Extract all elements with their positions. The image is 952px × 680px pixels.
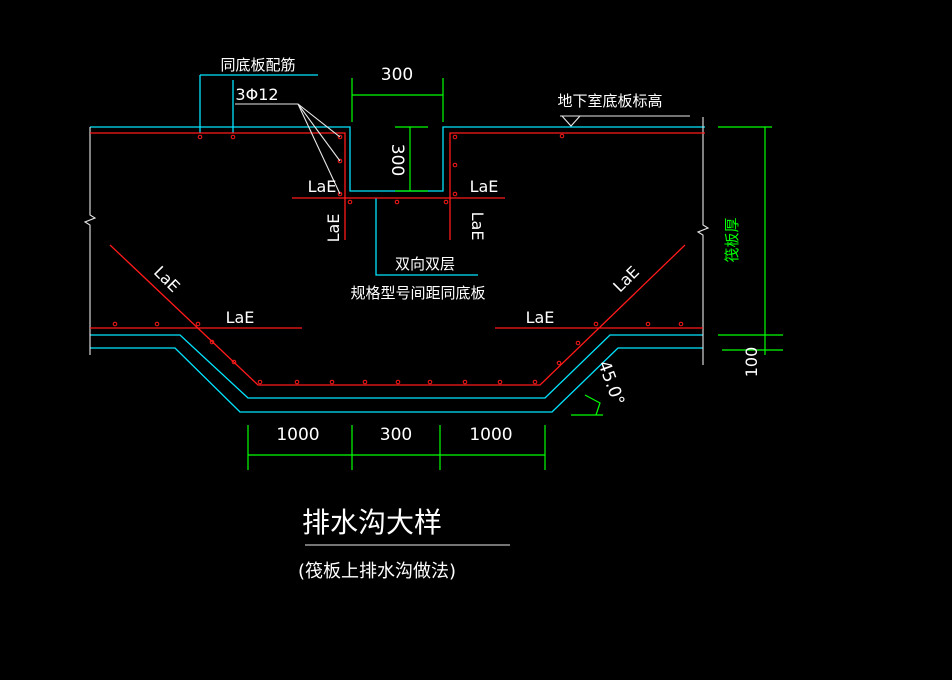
label-lae-2: LaE bbox=[470, 177, 499, 196]
label-angle: 45.0° bbox=[593, 358, 628, 408]
label-spec-same-as-slab: 规格型号间距同底板 bbox=[350, 284, 485, 302]
dim-trench-depth: 300 bbox=[387, 144, 407, 176]
label-rebar-spec: 3Φ12 bbox=[235, 85, 278, 104]
label-raft-thickness: 筏板厚 bbox=[723, 217, 741, 262]
dim-bottom-right: 1000 bbox=[469, 425, 512, 445]
drawing-title: 排水沟大样 bbox=[302, 506, 442, 539]
dim-bottom-left: 1000 bbox=[276, 425, 319, 445]
dim-bottom-mid: 300 bbox=[380, 425, 412, 445]
label-lae-3: LaE bbox=[324, 214, 343, 243]
annotations: 同底板配筋 3Φ12 地下室底板标高 300 300 LaE LaE LaE L… bbox=[150, 56, 761, 582]
rebar-dots bbox=[112, 133, 684, 385]
dim-trench-width: 300 bbox=[381, 65, 413, 85]
label-same-as-slab-rebar: 同底板配筋 bbox=[220, 56, 295, 74]
label-lae-6: LaE bbox=[226, 308, 255, 327]
dimension-lines bbox=[247, 78, 783, 470]
leaders bbox=[235, 103, 690, 546]
label-slab-elevation: 地下室底板标高 bbox=[557, 92, 662, 110]
dim-cushion: 100 bbox=[742, 347, 761, 378]
label-lae-1: LaE bbox=[308, 177, 337, 196]
label-lae-7: LaE bbox=[526, 308, 555, 327]
break-lines bbox=[83, 117, 710, 365]
drawing-subtitle: (筏板上排水沟做法) bbox=[298, 561, 456, 582]
label-lae-4: LaE bbox=[468, 212, 487, 241]
label-lae-5: LaE bbox=[150, 262, 184, 296]
rebar bbox=[90, 132, 705, 386]
label-two-way-two-layer: 双向双层 bbox=[395, 255, 455, 273]
